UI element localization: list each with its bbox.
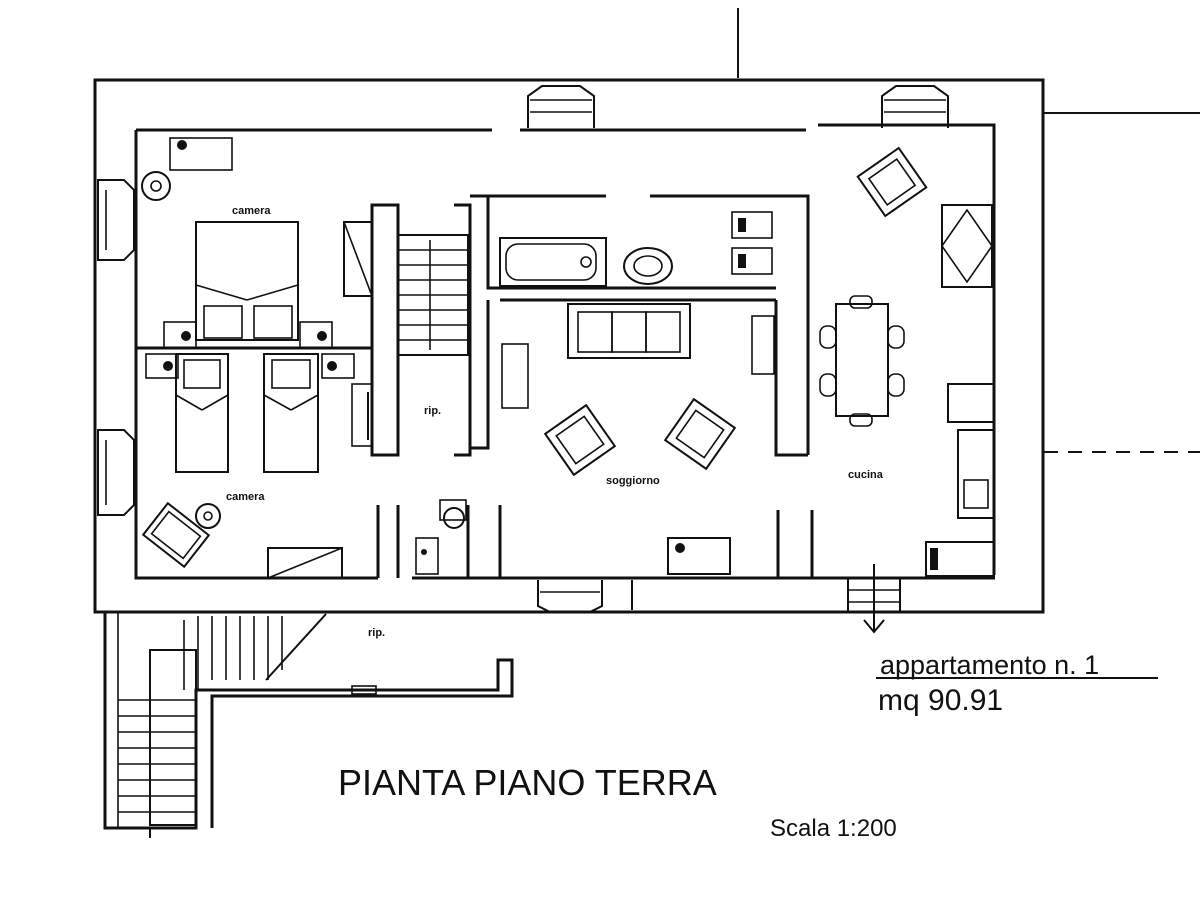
label-rip-outer: rip. bbox=[368, 627, 385, 639]
entrance-steps bbox=[847, 564, 901, 634]
site-lines bbox=[737, 8, 1200, 453]
window-niches bbox=[97, 85, 949, 613]
living-room bbox=[501, 303, 775, 575]
label-camera-top: camera bbox=[232, 205, 271, 217]
plan-title: PIANTA PIANO TERRA bbox=[338, 762, 717, 803]
internal-staircase bbox=[343, 221, 469, 356]
label-soggiorno: soggiorno bbox=[606, 475, 660, 487]
label-cucina: cucina bbox=[848, 469, 884, 481]
apartment-area: mq 90.91 bbox=[878, 684, 1003, 717]
bathroom bbox=[499, 211, 773, 287]
interior-walls bbox=[136, 194, 814, 578]
bedroom-bottom bbox=[141, 353, 373, 579]
exterior-staircase bbox=[103, 612, 514, 838]
apartment-name: appartamento n. 1 bbox=[880, 650, 1099, 680]
bedroom-top bbox=[141, 137, 333, 349]
plan-scale: Scala 1:200 bbox=[770, 815, 897, 842]
label-rip-inner: rip. bbox=[424, 405, 441, 417]
label-camera-bottom: camera bbox=[226, 491, 265, 503]
service-room bbox=[415, 499, 467, 575]
kitchen bbox=[819, 146, 995, 577]
